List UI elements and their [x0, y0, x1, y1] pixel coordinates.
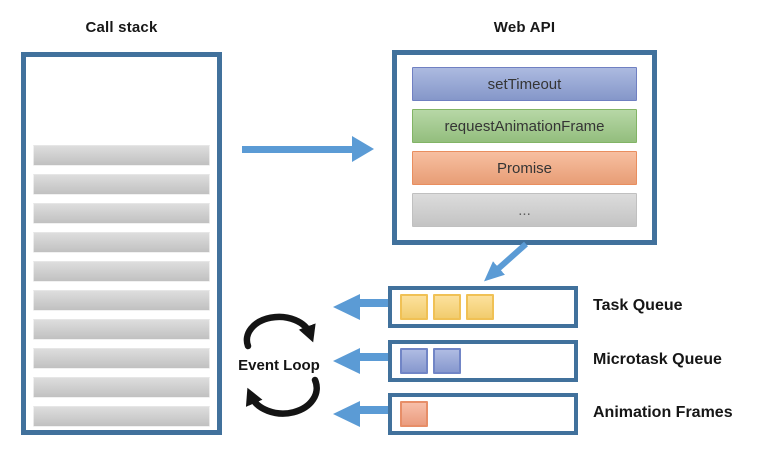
animation-frames-label: Animation Frames [593, 404, 733, 421]
task-queue-label: Task Queue [593, 297, 683, 314]
arrow-animation-left-head [333, 401, 360, 427]
stack-frame [33, 348, 210, 369]
blue-task-square [433, 348, 461, 374]
event-loop-cycle: Event Loop [238, 313, 320, 417]
blue-task-square [400, 348, 428, 374]
task-queue-box [388, 286, 578, 328]
call-stack-title: Call stack [85, 19, 158, 36]
arrow-animation-left-shaft [359, 406, 390, 414]
stack-frame [33, 290, 210, 311]
arrow-taskqueue-left-shaft [359, 299, 390, 307]
arrow-microtask-left-shaft [359, 353, 390, 361]
yellow-task-square [433, 294, 461, 320]
web-api-item-2: Promise [412, 151, 637, 185]
stack-frame [33, 377, 210, 398]
stack-frame [33, 145, 210, 166]
stack-frame [33, 406, 210, 427]
orange-task-square [400, 401, 428, 427]
yellow-task-square [400, 294, 428, 320]
web-api-item-0: setTimeout [412, 67, 637, 101]
web-api-item-3: ... [412, 193, 637, 227]
stack-frame [33, 261, 210, 282]
animation-frames-box [388, 393, 578, 435]
call-stack-frames [26, 57, 217, 430]
yellow-task-square [466, 294, 494, 320]
event-loop-label: Event Loop [238, 357, 320, 374]
microtask-queue-box [388, 340, 578, 382]
microtask-queue-label: Microtask Queue [593, 351, 722, 368]
stack-frame [33, 203, 210, 224]
arrow-callstack-to-webapi-head [352, 136, 374, 162]
web-api-item-1: requestAnimationFrame [412, 109, 637, 143]
stack-frame [33, 319, 210, 340]
arrow-callstack-to-webapi-shaft [242, 146, 354, 153]
arrow-microtask-left-head [333, 348, 360, 374]
call-stack-box [21, 52, 222, 435]
stack-frame [33, 232, 210, 253]
arrow-webapi-to-taskqueue [484, 241, 528, 282]
stack-frame [33, 174, 210, 195]
event-loop-top-arc [243, 313, 316, 350]
web-api-title: Web API [493, 19, 556, 36]
arrow-taskqueue-left-head [333, 294, 360, 320]
event-loop-bottom-arc [245, 376, 320, 417]
